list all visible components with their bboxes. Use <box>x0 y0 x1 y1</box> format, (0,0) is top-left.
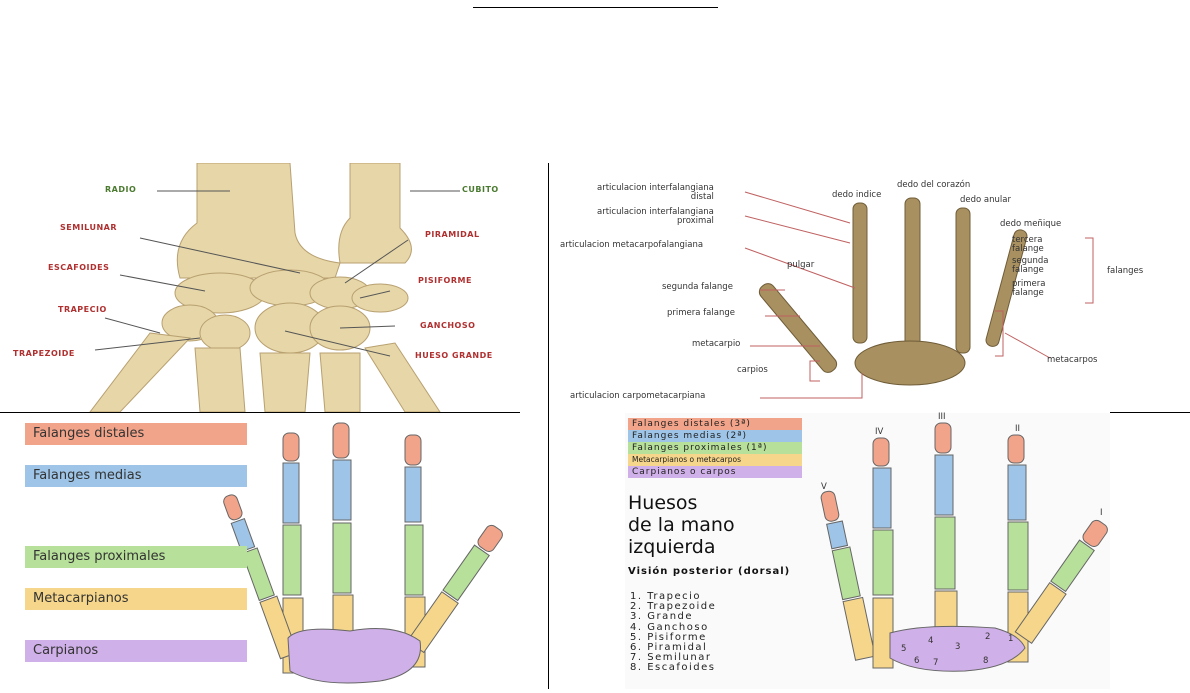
hand-skeleton-figure: articulacion interfalangiana distal arti… <box>550 163 1150 412</box>
label-carpios: carpios <box>737 365 768 375</box>
vertical-divider <box>548 163 549 689</box>
label-tercera-falange: tercera falange <box>1012 235 1044 254</box>
hand-dorsal-illustration <box>820 422 1108 672</box>
carpal-num-5: 5 <box>901 644 907 654</box>
legend-proximales: Falanges proximales <box>25 546 247 568</box>
label-hueso-grande: HUESO GRANDE <box>415 351 493 360</box>
carpal-list-item: 4. Ganchoso <box>630 621 709 633</box>
label-dedo-corazon: dedo del corazón <box>897 180 971 190</box>
label-segunda-falange-right: segunda falange <box>1012 256 1049 275</box>
label-radio: RADIO <box>105 185 137 194</box>
horizontal-divider-right <box>1110 412 1190 413</box>
label-falanges: falanges <box>1107 266 1144 276</box>
label-cubito: CUBITO <box>462 185 499 194</box>
dorsal-title-line3: izquierda <box>628 536 716 558</box>
carpal-list-item: 1. Trapecio <box>630 591 701 602</box>
dorsal-legend-distales: Falanges distales (3ª) <box>628 418 802 430</box>
dorsal-legend-medias: Falanges medias (2ª) <box>628 430 802 442</box>
label-primera-falange-right: primera falange <box>1012 279 1046 298</box>
label-escafoides: ESCAFOIDES <box>48 263 110 272</box>
dorsal-title-line1: Huesos <box>628 492 698 514</box>
finger-label-v: V <box>821 482 827 492</box>
label-segunda-falange: segunda falange <box>662 282 733 292</box>
carpal-num-7: 7 <box>933 658 939 668</box>
legend-medias: Falanges medias <box>25 465 247 487</box>
dorsal-legend-proximales: Falanges proximales (1ª) <box>628 442 802 454</box>
label-pulgar: pulgar <box>787 260 815 270</box>
carpal-list-item: 7. Semilunar <box>630 652 712 664</box>
finger-label-ii: II <box>1015 424 1021 434</box>
label-art-ifd: articulacion interfalangiana distal <box>597 183 714 202</box>
dorsal-title: Huesos de la mano izquierda <box>628 492 735 558</box>
carpal-list-item: 8. Escafoides <box>630 662 716 674</box>
label-dedo-anular: dedo anular <box>960 195 1011 205</box>
label-primera-falange: primera falange <box>667 308 735 318</box>
carpal-list-item: 2. Trapezoide <box>630 601 717 613</box>
title-underline <box>473 7 718 8</box>
legend-carpianos: Carpianos <box>25 640 247 662</box>
label-art-ifp: articulacion interfalangiana proximal <box>597 207 714 226</box>
carpal-num-3: 3 <box>955 642 961 652</box>
carpal-num-2: 2 <box>985 632 991 642</box>
label-piramidal: PIRAMIDAL <box>425 230 480 239</box>
hand-skeleton-illustration <box>744 191 1094 399</box>
dorsal-legend-metacarpianos: Metacarpianos o metacarpos <box>628 454 802 466</box>
wrist-bones-illustration <box>88 162 460 413</box>
finger-label-iii: III <box>938 412 946 422</box>
dorsal-subtitle: Visión posterior (dorsal) <box>628 566 791 577</box>
carpal-num-4: 4 <box>928 636 934 646</box>
label-metacarpio: metacarpio <box>692 339 741 349</box>
carpal-list-item: 3. Grande <box>630 611 694 623</box>
carpal-num-1: 1 <box>1008 634 1014 644</box>
label-trapecio: TRAPECIO <box>58 305 107 314</box>
carpal-list: 1. Trapecio 2. Trapezoide 3. Grande 4. G… <box>630 591 717 674</box>
label-metacarpos: metacarpos <box>1047 355 1098 365</box>
dorsal-title-line2: de la mano <box>628 514 735 536</box>
hand-colored-figure: Falanges distales Falanges medias Falang… <box>0 413 520 689</box>
hand-colored-illustration <box>223 422 503 684</box>
carpal-list-item: 5. Pisiforme <box>630 631 707 643</box>
label-art-mcf: articulacion metacarpofalangiana <box>560 240 704 250</box>
dorsal-legend-carpianos: Carpianos o carpos <box>628 466 802 478</box>
label-ganchoso: GANCHOSO <box>420 321 476 330</box>
finger-label-iv: IV <box>875 427 884 437</box>
wrist-anterior-figure: RADIO CUBITO SEMILUNAR PIRAMIDAL ESCAFOI… <box>0 162 548 413</box>
label-pisiforme: PISIFORME <box>418 276 472 285</box>
carpal-num-6: 6 <box>914 656 920 666</box>
horizontal-divider-left <box>0 412 520 413</box>
label-trapezoide: TRAPEZOIDE <box>13 349 75 358</box>
carpal-list-item: 6. Piramidal <box>630 642 708 654</box>
carpal-num-8: 8 <box>983 656 989 666</box>
finger-label-i: I <box>1100 508 1103 518</box>
legend-distales: Falanges distales <box>25 423 247 445</box>
label-semilunar: SEMILUNAR <box>60 223 118 232</box>
label-dedo-menique: dedo meñique <box>1000 219 1062 229</box>
label-dedo-indice: dedo indice <box>832 190 882 200</box>
label-art-cmc: articulacion carpometacarpiana <box>570 391 706 401</box>
legend-metacarpianos: Metacarpianos <box>25 588 247 610</box>
